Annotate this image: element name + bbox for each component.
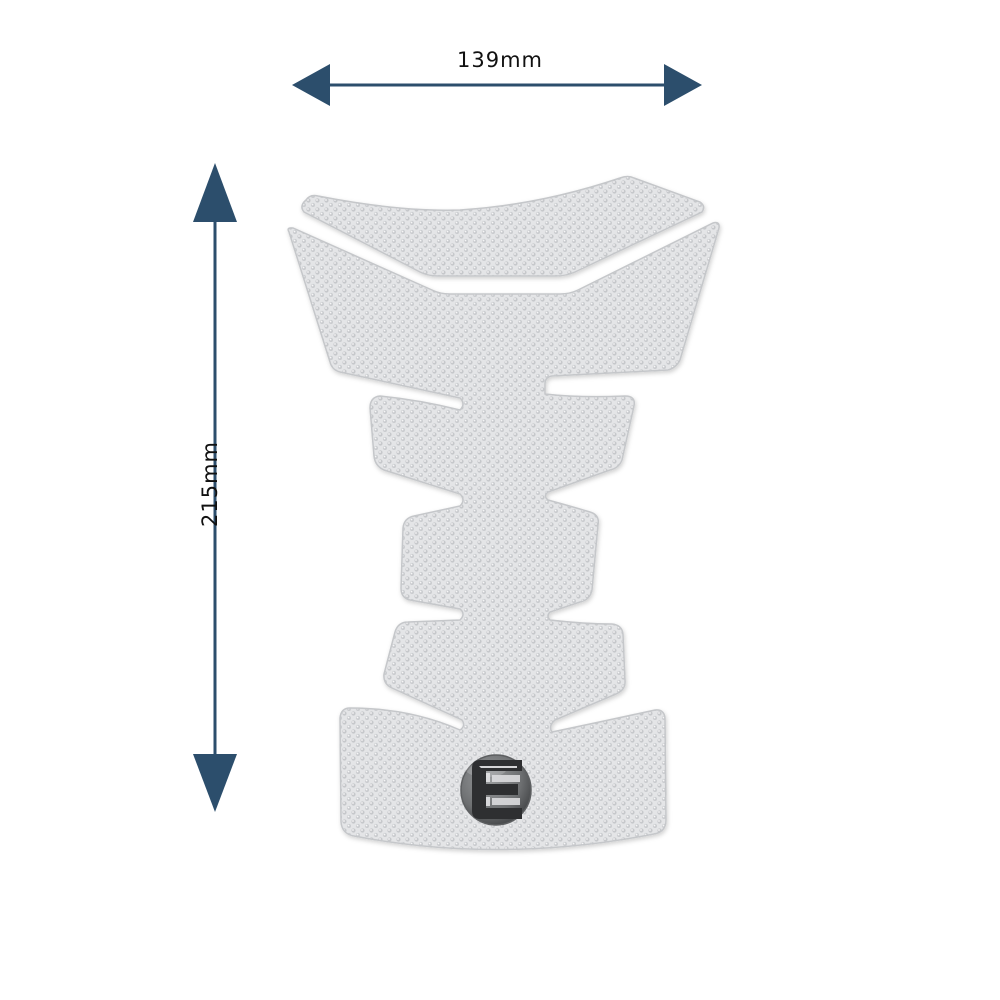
width-arrow	[292, 64, 702, 106]
height-arrow	[193, 163, 237, 812]
tank-pad	[287, 175, 720, 851]
width-dimension-label: 139mm	[457, 48, 543, 72]
e-letter-logo-icon	[460, 754, 532, 826]
height-dimension-label: 215mm	[198, 441, 222, 527]
pad-main-body	[287, 221, 720, 851]
pad-top-piece	[301, 175, 705, 277]
